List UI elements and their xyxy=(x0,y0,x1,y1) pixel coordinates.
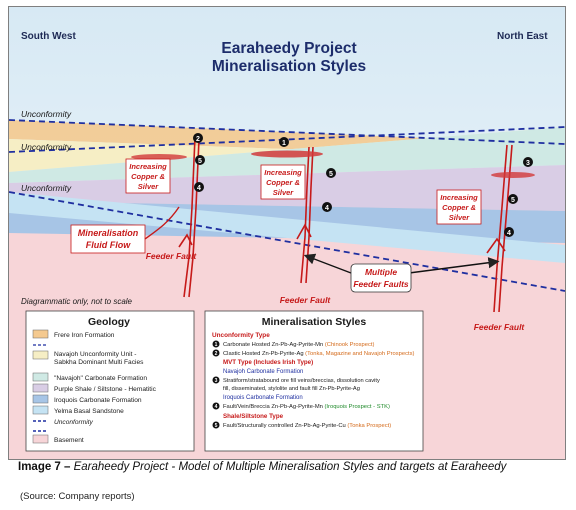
styles-legend: Mineralisation Styles Unconformity Type … xyxy=(204,310,424,452)
svg-text:MVT Type (Includes Irish Type): MVT Type (Includes Irish Type) xyxy=(223,359,313,366)
svg-text:Copper &: Copper & xyxy=(266,178,300,187)
feeder-fault-1 xyxy=(178,136,200,298)
svg-text:Fault/Structurally controlled: Fault/Structurally controlled Zn-Pb-Ag-P… xyxy=(223,423,391,429)
swatch-navajoh-unconformity xyxy=(32,350,49,360)
feeder-fault-label-3: Feeder Fault xyxy=(474,322,526,332)
unconformity-label-3: Unconformity xyxy=(21,183,72,193)
svg-text:Increasing: Increasing xyxy=(440,193,478,202)
feeder-fault-label-1: Feeder Fault xyxy=(146,251,198,261)
svg-text:Basement: Basement xyxy=(54,437,84,444)
north-east-label: North East xyxy=(497,31,548,42)
svg-text:Silver: Silver xyxy=(138,182,160,191)
svg-text:3: 3 xyxy=(526,160,530,167)
svg-text:Carbonate Hosted Zn-Pb-Ag-Pyri: Carbonate Hosted Zn-Pb-Ag-Pyrite-Mn (Chi… xyxy=(223,342,375,348)
svg-text:Increasing: Increasing xyxy=(129,162,167,171)
fluid-flow-callout: Mineralisation Fluid Flow xyxy=(70,206,180,254)
svg-text:Silver: Silver xyxy=(273,188,295,197)
svg-text:4: 4 xyxy=(507,230,511,237)
svg-text:Fault/Vein/Breccia Zn-Pb-Ag-Py: Fault/Vein/Breccia Zn-Pb-Ag-Pyrite-Mn (I… xyxy=(223,404,390,410)
svg-text:Unconformity Type: Unconformity Type xyxy=(212,332,270,339)
marker-4a: 4 xyxy=(194,182,204,192)
svg-text:Navajoh Carbonate Formation: Navajoh Carbonate Formation xyxy=(223,369,303,375)
marker-4c: 4 xyxy=(504,227,514,237)
svg-text:Copper &: Copper & xyxy=(442,203,476,212)
feeder-fault-label-2: Feeder Fault xyxy=(280,295,332,305)
swatch-yelma xyxy=(32,405,49,415)
svg-text:Silver: Silver xyxy=(449,213,471,222)
multiple-faults-callout: Multiple Feeder Faults xyxy=(303,253,500,293)
title-line-2: Mineralisation Styles xyxy=(212,58,366,75)
styles-legend-title: Mineralisation Styles xyxy=(262,316,367,328)
svg-text:4: 4 xyxy=(197,185,201,192)
marker-5b: 5 xyxy=(326,168,336,178)
svg-text:Feeder Faults: Feeder Faults xyxy=(353,279,409,289)
svg-text:Stratiform/stratabound ore fil: Stratiform/stratabound ore fill veins/br… xyxy=(223,378,380,384)
svg-text:Unconformity: Unconformity xyxy=(54,419,94,426)
svg-text:Increasing: Increasing xyxy=(264,168,302,177)
source-note: (Source: Company reports) xyxy=(20,491,135,502)
svg-text:2: 2 xyxy=(196,136,200,143)
svg-text:4: 4 xyxy=(215,404,218,410)
unconformity-line-2 xyxy=(9,126,565,153)
unconformity-label-2: Unconformity xyxy=(21,142,72,152)
ore-lens-3 xyxy=(491,172,535,178)
geology-legend-title: Geology xyxy=(88,316,130,328)
svg-text:"Navajoh" Carbonate Formation: "Navajoh" Carbonate Formation xyxy=(54,375,147,382)
svg-text:fill, disseminated, stylolite: fill, disseminated, stylolite and fault … xyxy=(223,386,360,392)
svg-text:Yelma Basal Sandstone: Yelma Basal Sandstone xyxy=(54,408,124,415)
increasing-callout-1: Increasing Copper & Silver xyxy=(125,158,171,194)
swatch-basement xyxy=(32,434,49,444)
marker-5c: 5 xyxy=(508,194,518,204)
unconformity-line-1 xyxy=(9,119,565,145)
svg-text:5: 5 xyxy=(511,197,515,204)
svg-text:3: 3 xyxy=(215,378,218,384)
diagram-frame: South West North East Earaheedy Project … xyxy=(8,6,566,460)
increasing-callout-3: Increasing Copper & Silver xyxy=(436,189,482,225)
cross-section-diagram: South West North East Earaheedy Project … xyxy=(9,7,565,459)
svg-text:Purple Shale / Siltstone - Hem: Purple Shale / Siltstone - Hematitic xyxy=(54,386,157,393)
svg-text:Iroquois Carbonate Formation: Iroquois Carbonate Formation xyxy=(54,397,142,404)
svg-text:5: 5 xyxy=(198,158,202,165)
ore-lens-1 xyxy=(251,150,323,158)
marker-3: 3 xyxy=(523,157,533,167)
svg-text:Copper &: Copper & xyxy=(131,172,165,181)
svg-text:5: 5 xyxy=(215,423,218,429)
svg-text:1: 1 xyxy=(282,140,286,147)
swatch-purple-shale xyxy=(32,383,49,393)
svg-text:2: 2 xyxy=(215,351,218,357)
marker-5a: 5 xyxy=(195,155,205,165)
svg-text:Multiple: Multiple xyxy=(365,267,397,277)
svg-text:Navajoh Unconformity Unit -: Navajoh Unconformity Unit - xyxy=(54,351,136,358)
svg-text:Shale/Siltstone Type: Shale/Siltstone Type xyxy=(223,413,284,420)
figure-caption: Image 7 – Earaheedy Project - Model of M… xyxy=(18,461,507,473)
geology-legend: Geology Frere Iron Formation Navajoh Unc… xyxy=(25,310,195,452)
marker-4b: 4 xyxy=(322,202,332,212)
title-line-1: Earaheedy Project xyxy=(221,40,356,57)
south-west-label: South West xyxy=(21,31,76,42)
swatch-iroquois xyxy=(32,394,49,404)
svg-text:Clastic Hosted Zn-Pb-Pyrite-Ag: Clastic Hosted Zn-Pb-Pyrite-Ag (Tonka, M… xyxy=(223,351,414,357)
svg-text:Iroquois Carbonate Formation: Iroquois Carbonate Formation xyxy=(223,395,303,401)
unconformity-line-3 xyxy=(9,191,565,292)
svg-text:Mineralisation: Mineralisation xyxy=(78,228,139,238)
svg-text:Sabkha Dominant Multi Facies: Sabkha Dominant Multi Facies xyxy=(54,359,144,366)
marker-1: 1 xyxy=(279,137,289,147)
swatch-navajoh-carbonate xyxy=(32,372,49,382)
unconformity-label-1: Unconformity xyxy=(21,109,72,119)
svg-text:5: 5 xyxy=(329,171,333,178)
scale-note: Diagrammatic only, not to scale xyxy=(21,297,133,306)
increasing-callout-2: Increasing Copper & Silver xyxy=(260,164,306,200)
yelma-sandstone-band xyxy=(9,192,565,263)
swatch-frere xyxy=(32,329,49,339)
svg-text:Fluid Flow: Fluid Flow xyxy=(86,240,131,250)
marker-2: 2 xyxy=(193,133,203,143)
ore-lens-2 xyxy=(131,154,187,160)
svg-text:Frere Iron Formation: Frere Iron Formation xyxy=(54,332,115,339)
svg-text:1: 1 xyxy=(215,342,218,348)
svg-text:4: 4 xyxy=(325,205,329,212)
